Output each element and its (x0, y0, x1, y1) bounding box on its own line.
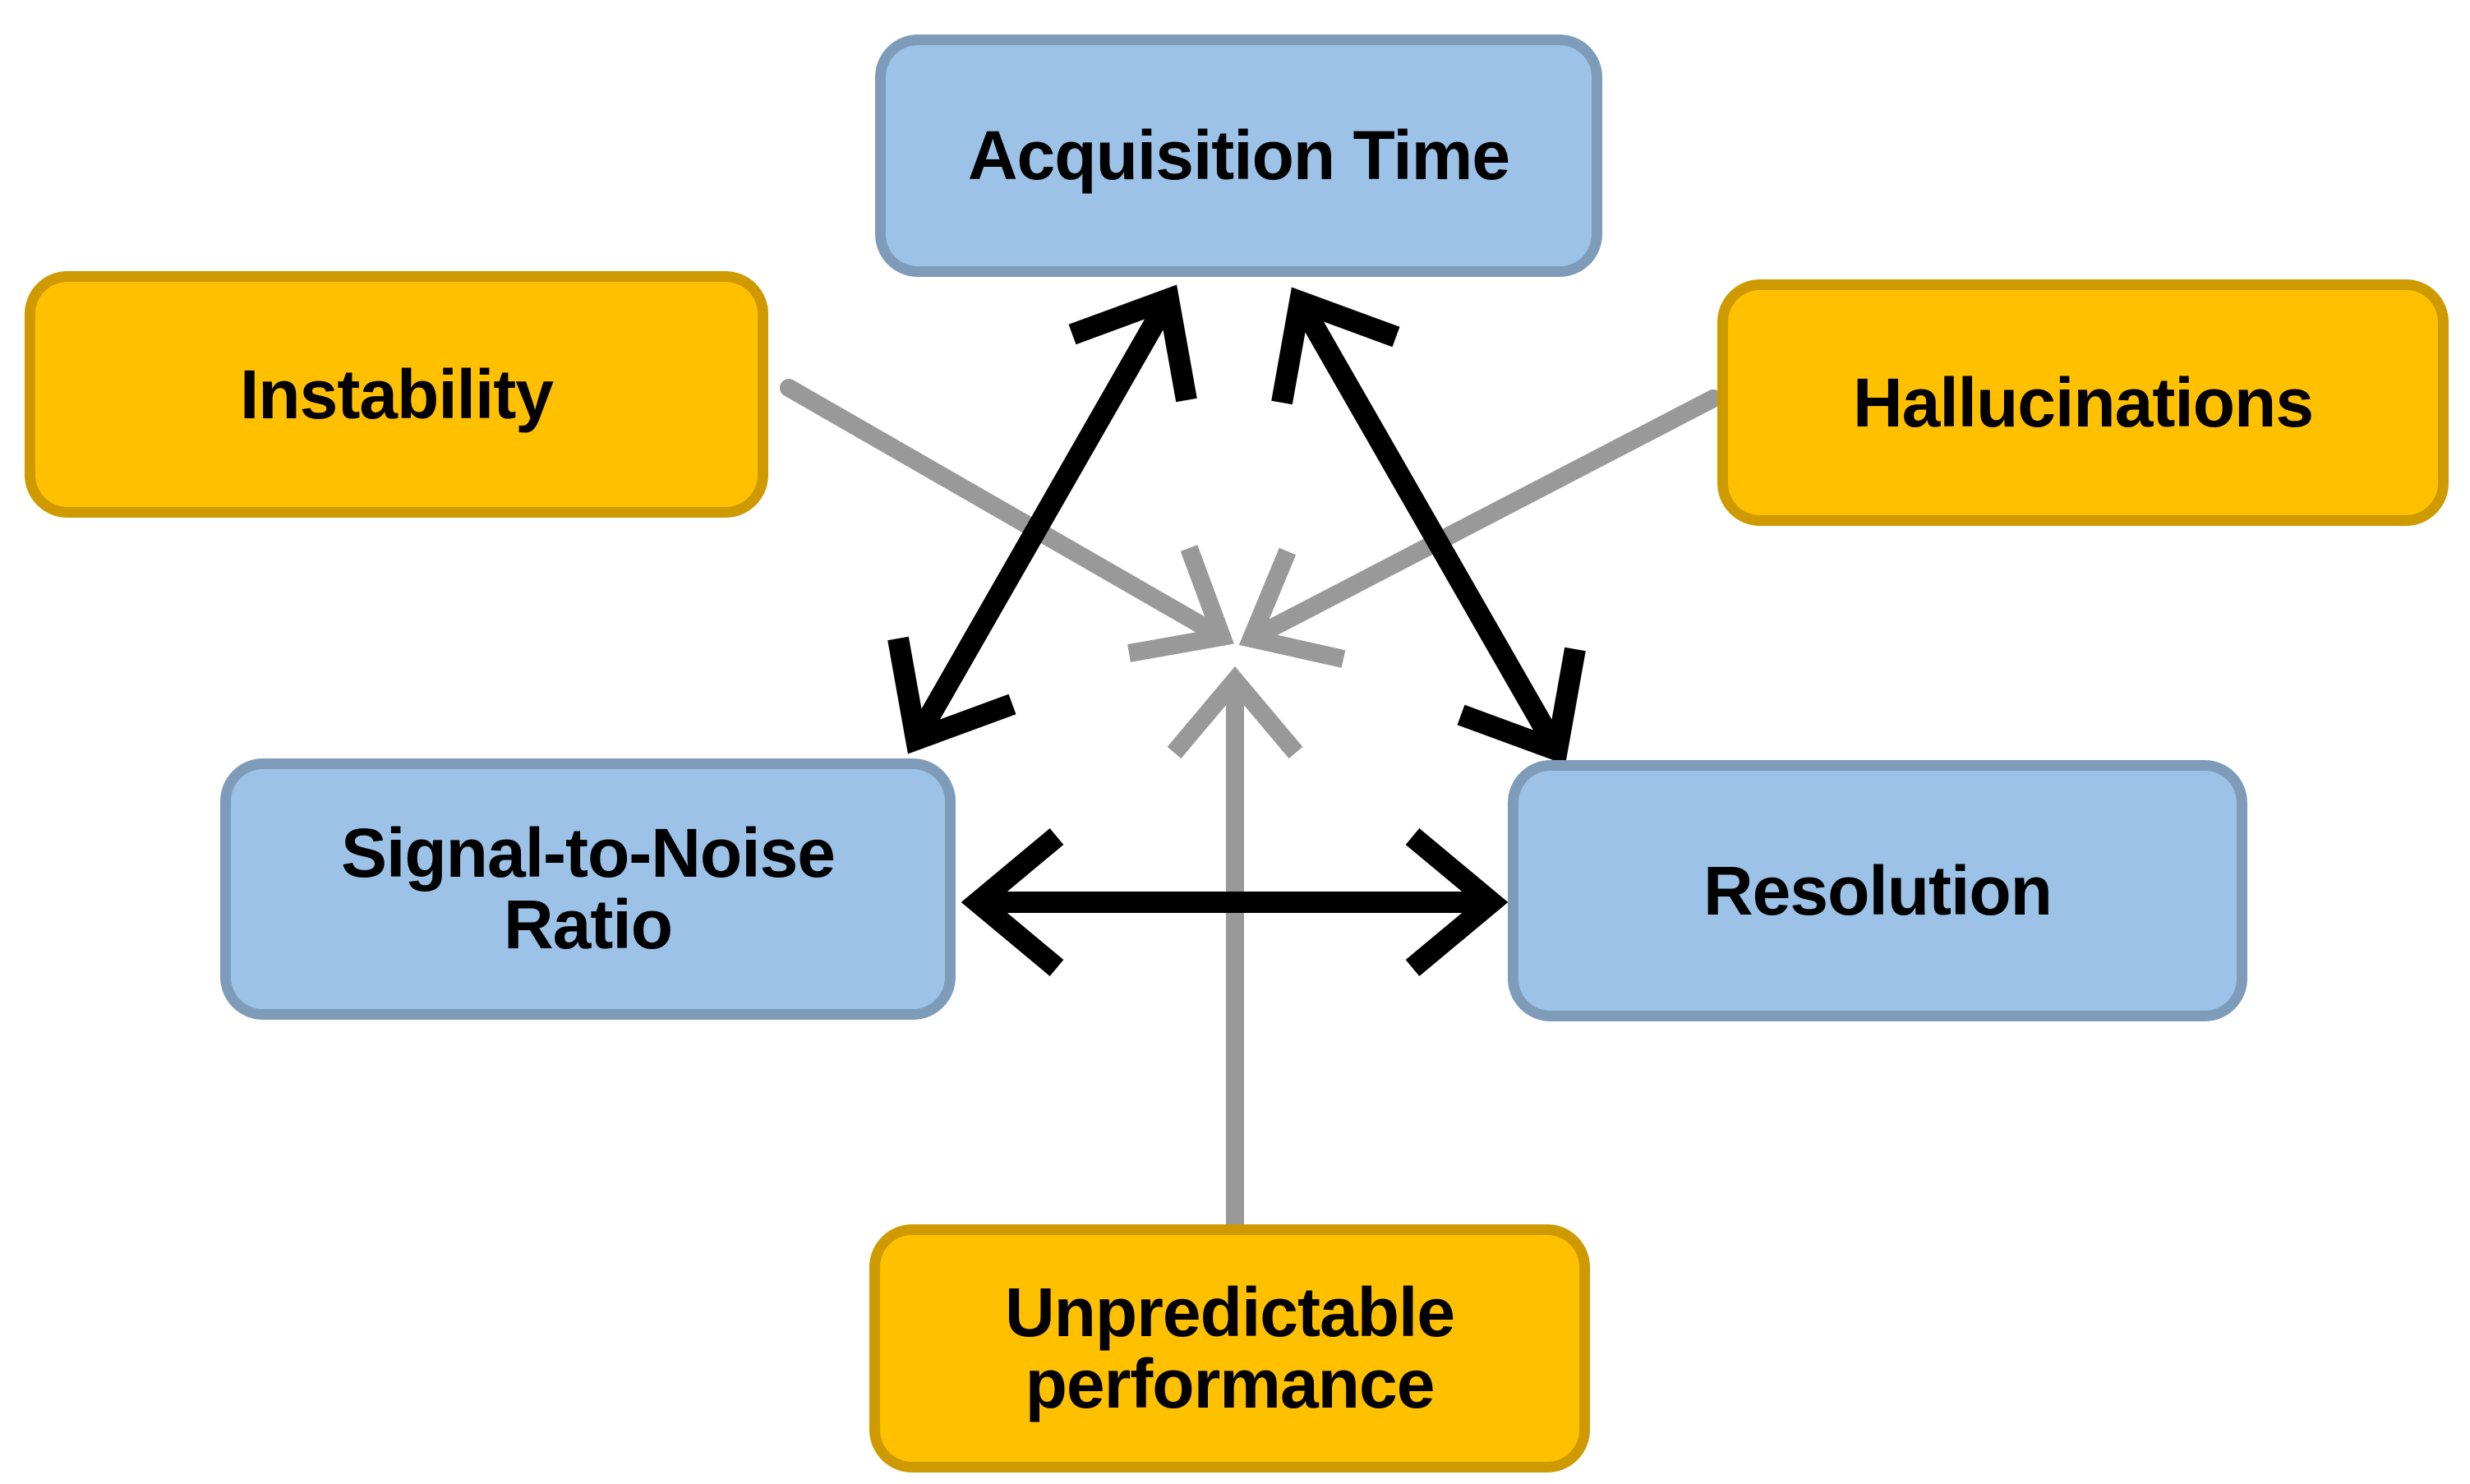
node-acquisition-time-label: Acquisition Time (967, 117, 1510, 195)
tradeoff-arrowhead-left (961, 828, 1064, 976)
node-instability: Instability (25, 271, 768, 518)
node-acquisition-time: Acquisition Time (875, 35, 1602, 277)
node-hallucinations-label: Hallucinations (1852, 363, 2314, 441)
tradeoff-arrow-shaft (906, 293, 1178, 745)
node-resolution-label: Resolution (1703, 851, 2053, 929)
tradeoff-arrowhead-right (1405, 828, 1509, 976)
influence-arrow-shaft (780, 379, 1231, 646)
tradeoff-arrow-acquisition-resolution (1271, 287, 1586, 765)
influence-arrowhead (1238, 547, 1346, 668)
tradeoff-arrow-acquisition-snr (887, 284, 1197, 754)
node-signal-to-noise-ratio: Signal-to-Noise Ratio (220, 758, 956, 1020)
node-signal-to-noise-ratio-label: Signal-to-Noise Ratio (340, 814, 836, 963)
influence-arrow-instability-to-center (780, 379, 1234, 662)
node-instability-label: Instability (239, 355, 554, 433)
tradeoff-arrow-shaft (1290, 296, 1567, 756)
tradeoff-arrowhead-bottom (887, 636, 1016, 754)
node-unpredictable-performance: Unpredictable performance (869, 1224, 1590, 1472)
tradeoff-arrow-snr-resolution (961, 828, 1509, 976)
influence-arrowhead (1127, 545, 1234, 662)
node-resolution: Resolution (1508, 760, 2247, 1021)
node-hallucinations: Hallucinations (1717, 279, 2449, 526)
tradeoff-arrowhead-top (1068, 284, 1197, 403)
influence-arrow-shaft (1242, 389, 1722, 648)
tradeoff-arrowhead-top (1271, 287, 1400, 405)
influence-arrowhead (1167, 666, 1303, 759)
influence-arrow-hallucinations-to-center (1238, 389, 1722, 668)
tradeoff-arrowhead-bottom (1457, 647, 1586, 765)
influence-arrow-unpredictable-to-center (1167, 666, 1303, 1233)
node-unpredictable-performance-label: Unpredictable performance (1004, 1274, 1455, 1422)
